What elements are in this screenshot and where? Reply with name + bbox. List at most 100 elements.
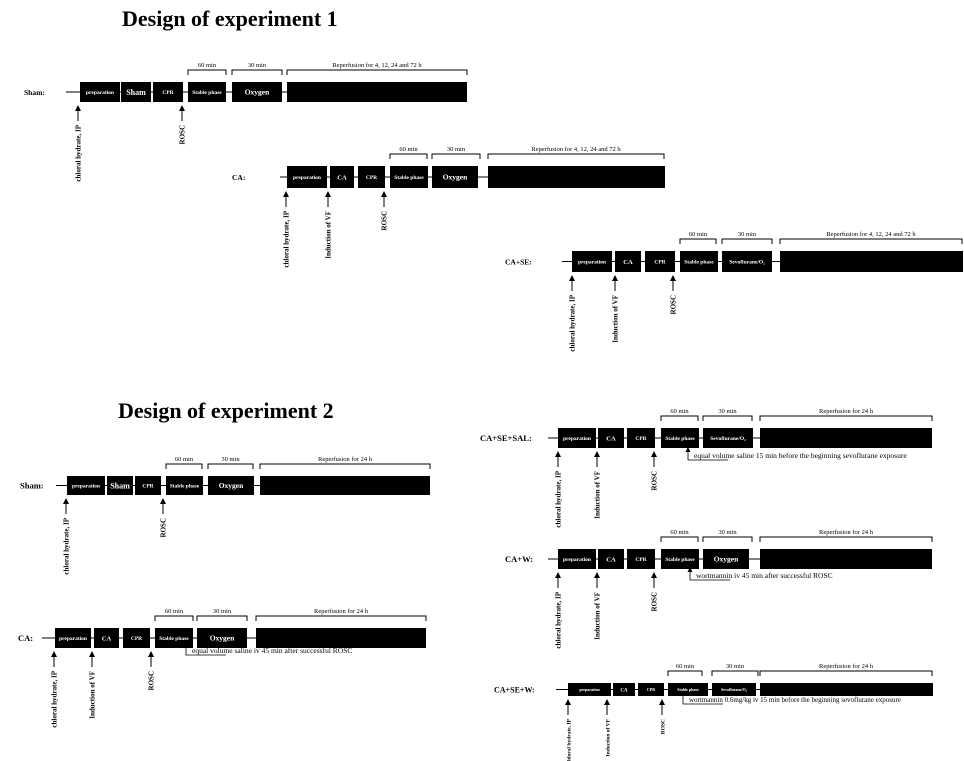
phase-block-rep (488, 166, 665, 188)
annotation-arrow-head (685, 447, 691, 452)
phase-block-label: preparation (59, 636, 87, 642)
infusion-annotation: wortmannin 0.6mg/kg iv 15 min before the… (689, 696, 901, 704)
duration-label: Reperfusion for 24 h (318, 456, 373, 463)
phase-block-rep (760, 549, 932, 569)
annotation-leader (185, 644, 226, 656)
phase-block-label: Stable phase (665, 436, 695, 442)
duration-bracket (187, 69, 227, 75)
phase-block-label: Sham (110, 481, 130, 490)
duration-bracket (389, 153, 428, 159)
phase-block-cpr (627, 549, 655, 569)
phase-block-label: CPR (635, 557, 647, 563)
phase-block-prep (80, 82, 120, 102)
phase-block-label: Sham (126, 88, 146, 97)
phase-block-label: preparation (563, 557, 591, 563)
phase-block-cpr (638, 683, 664, 696)
event-marker-label: ROSC (661, 719, 667, 734)
duration-label: Reperfusion for 4, 12, 24 and 72 h (332, 62, 422, 69)
duration-bracket (196, 615, 248, 621)
phase-block-prep (287, 166, 327, 188)
phase-block-cpr (358, 166, 385, 188)
event-marker-label: chloral hydrate, IP (555, 591, 563, 648)
duration-label: 30 min (718, 529, 737, 536)
duration-label: 30 min (738, 231, 757, 238)
event-marker-label: chloral hydrate, IP (569, 294, 577, 351)
duration-bracket (660, 415, 699, 421)
duration-bracket (679, 238, 717, 244)
duration-label: 30 min (213, 608, 232, 615)
duration-label: 60 min (165, 608, 184, 615)
marker-arrow-head (148, 651, 154, 657)
event-marker-label: chloral hydrate, IP (555, 470, 563, 527)
event-marker-label: ROSC (651, 592, 659, 611)
phase-block-cpr (153, 82, 183, 102)
duration-label: Reperfusion for 24 h (819, 529, 874, 536)
duration-bracket (667, 670, 703, 676)
phase-block-label: CPR (162, 90, 174, 96)
duration-bracket (779, 238, 963, 244)
phase-block-rep (260, 476, 430, 495)
duration-label: 60 min (175, 456, 194, 463)
phase-block-rep (287, 82, 467, 102)
duration-label: 30 min (221, 456, 240, 463)
event-marker-label: chloral hydrate, IP (51, 670, 59, 727)
phase-block-label: Oxygen (245, 88, 270, 97)
phase-block-label: Oxygen (714, 555, 739, 564)
phase-block-cpr (627, 428, 655, 448)
duration-bracket (759, 670, 933, 676)
phase-block-oxy (197, 628, 247, 648)
duration-label: Reperfusion for 4, 12, 24 and 72 h (826, 231, 916, 238)
phase-block-stab (155, 628, 193, 648)
marker-arrow-head (651, 572, 657, 578)
marker-arrow-head (651, 451, 657, 457)
phase-block-label: CA (620, 688, 628, 693)
phase-block-label: Oxygen (210, 634, 235, 643)
duration-bracket (702, 415, 753, 421)
phase-block-label: Sevoflurane/O₂ (729, 259, 765, 265)
duration-label: 30 min (726, 663, 745, 670)
duration-bracket (711, 670, 759, 676)
marker-arrow-head (594, 451, 600, 457)
duration-bracket (431, 153, 481, 159)
phase-block-label: preparation (578, 259, 606, 265)
event-marker-label: ROSC (148, 671, 156, 690)
phase-block-stab (188, 82, 226, 102)
duration-label: 60 min (198, 62, 217, 69)
duration-bracket (231, 69, 283, 75)
duration-label: 60 min (670, 529, 689, 536)
event-marker-label: chloral hydrate, IP (283, 210, 291, 267)
phase-block-oxy (703, 549, 749, 569)
marker-arrow-head (283, 191, 289, 197)
event-marker-label: ROSC (670, 295, 678, 314)
phase-block-label: Oxygen (219, 481, 244, 490)
phase-block-ca (330, 166, 354, 188)
phase-block-label: Stable phase (684, 259, 714, 265)
duration-label: 60 min (399, 146, 418, 153)
marker-arrow-head (75, 105, 81, 111)
phase-block-label: Stable phase (192, 90, 222, 96)
duration-label: Reperfusion for 24 h (314, 608, 369, 615)
phase-block-ca (94, 628, 119, 648)
event-marker-label: Induction of VF (594, 592, 602, 640)
group-label: CA+W: (505, 554, 533, 564)
event-marker-label: Induction of VF (325, 211, 333, 259)
phase-block-label: Sevoflurane/O₂ (710, 436, 746, 442)
phase-block-rep (760, 683, 933, 696)
event-marker-label: ROSC (651, 471, 659, 490)
phase-block-label: CPR (654, 259, 666, 265)
group-label: Sham: (20, 481, 44, 491)
duration-label: 30 min (718, 408, 737, 415)
phase-block-label: preparation (72, 483, 100, 489)
duration-bracket (207, 463, 254, 469)
duration-bracket (255, 615, 427, 621)
phase-block-sevo (722, 251, 772, 272)
annotation-leader (689, 569, 730, 581)
marker-arrow-head (555, 451, 561, 457)
phase-block-label: preparation (579, 687, 600, 692)
group-label: CA: (232, 173, 245, 182)
event-marker-label: ROSC (160, 518, 168, 537)
